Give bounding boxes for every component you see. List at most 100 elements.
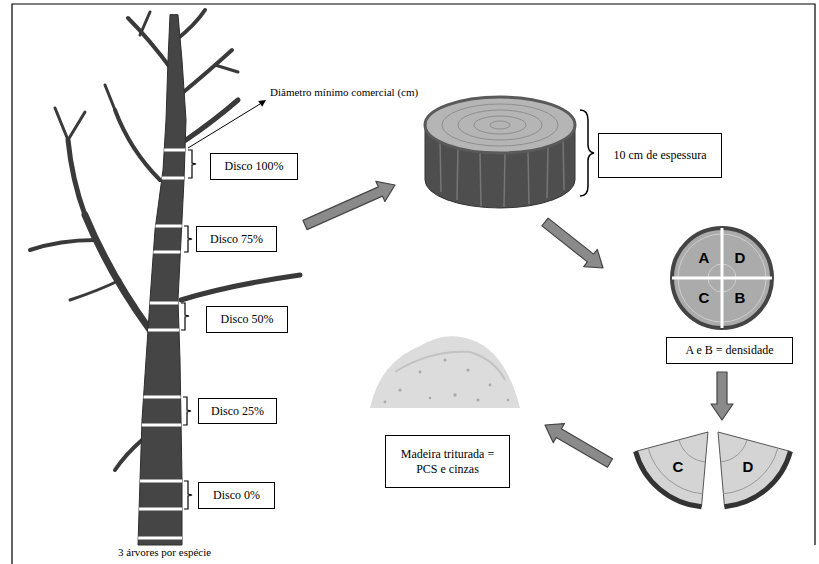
speckle <box>398 388 401 391</box>
diagram-label: C <box>673 459 684 476</box>
branch <box>55 108 68 140</box>
speckle <box>489 384 492 387</box>
label-box: Madeira triturada = PCS e cinzas <box>385 435 510 488</box>
branch <box>176 10 205 40</box>
disc-bands <box>120 150 210 538</box>
leader-line <box>188 104 260 148</box>
diagram-label: C <box>699 290 710 307</box>
growth-ring <box>474 116 526 134</box>
speckle <box>453 393 456 396</box>
bracket <box>184 226 192 252</box>
speckle <box>444 359 447 362</box>
label-text: 3 árvores por espécie <box>118 546 211 558</box>
label-text: A <box>699 250 710 267</box>
speckle <box>477 399 480 402</box>
label-box: Disco 25% <box>198 398 277 424</box>
branch <box>128 18 172 70</box>
box-text: Madeira triturada = PCS e cinzas <box>393 447 502 477</box>
box-text: Disco 75% <box>210 232 263 247</box>
label-text: B <box>735 290 746 307</box>
wedges <box>636 432 791 507</box>
label-box: A e B = densidade <box>666 337 793 364</box>
tree <box>30 10 300 545</box>
wedge-bark <box>636 451 702 506</box>
bracket <box>580 110 594 196</box>
branch <box>68 140 85 215</box>
growth-ring <box>458 110 542 140</box>
bracket <box>188 150 196 178</box>
disc-face <box>672 228 772 328</box>
speckle <box>507 399 510 402</box>
bracket <box>183 397 191 425</box>
label-text: C <box>673 459 684 476</box>
wedge <box>636 432 708 507</box>
disc-band <box>120 303 210 330</box>
branch <box>105 85 115 110</box>
frame-border <box>12 4 815 564</box>
pile-speckles <box>384 359 510 404</box>
box-text: Disco 25% <box>211 404 264 419</box>
bracket <box>184 481 192 509</box>
diagram-label: B <box>735 290 746 307</box>
sawdust-pile <box>370 336 520 408</box>
disc-band <box>120 481 210 509</box>
wedge <box>718 432 790 507</box>
box-text: Disco 100% <box>225 159 284 174</box>
quartered-disc <box>672 228 772 328</box>
branch <box>181 275 300 300</box>
growth-ring <box>442 104 558 146</box>
box-text: A e B = densidade <box>685 343 773 358</box>
label-box: Disco 75% <box>196 226 277 252</box>
diagram-label: Diâmetro mínimo comercial (cm) <box>270 86 418 98</box>
label-box: Disco 50% <box>206 306 288 333</box>
speckle <box>466 368 469 371</box>
block-arrow <box>303 181 395 229</box>
trunk <box>138 15 186 545</box>
box-text: Disco 50% <box>221 312 274 327</box>
wedge-bark <box>725 451 791 506</box>
arrowhead <box>258 100 266 107</box>
block-arrow <box>711 372 733 420</box>
label-box: Disco 0% <box>198 482 275 509</box>
label-box: 10 cm de espessura <box>598 133 722 178</box>
branch <box>140 12 150 35</box>
cut-line <box>721 228 724 328</box>
diagram-label: D <box>735 250 746 267</box>
disc-band <box>120 150 210 178</box>
disc-band <box>120 397 210 425</box>
label-text: D <box>735 250 746 267</box>
box-text: 10 cm de espessura <box>614 148 707 163</box>
branch <box>85 215 150 330</box>
branch <box>215 65 238 72</box>
pile-texture <box>395 352 505 380</box>
branch <box>30 240 95 250</box>
branch <box>186 100 238 140</box>
branch <box>70 280 120 300</box>
label-box: Disco 100% <box>210 153 298 180</box>
label-text: Diâmetro mínimo comercial (cm) <box>270 86 418 98</box>
box-text: Disco 0% <box>213 488 260 503</box>
branch <box>180 50 232 95</box>
disc-top <box>425 97 575 153</box>
branch <box>115 110 160 180</box>
label-text: C <box>699 290 710 307</box>
wood-disc <box>425 97 575 208</box>
callout-leader <box>188 100 266 148</box>
brackets <box>181 110 594 509</box>
flow-arrows <box>303 181 733 467</box>
speckle <box>384 401 387 404</box>
label-text: D <box>743 459 754 476</box>
growth-ring <box>490 121 510 129</box>
disc-band <box>120 537 210 540</box>
diagram-label: A <box>699 250 710 267</box>
pile <box>370 336 520 408</box>
diagram-label: 3 árvores por espécie <box>118 546 211 558</box>
speckle <box>429 397 432 400</box>
branch <box>68 112 85 140</box>
bracket <box>181 303 189 330</box>
diagram-label: D <box>743 459 754 476</box>
speckle <box>419 371 422 374</box>
block-arrow <box>545 424 613 468</box>
block-arrow <box>542 218 603 268</box>
